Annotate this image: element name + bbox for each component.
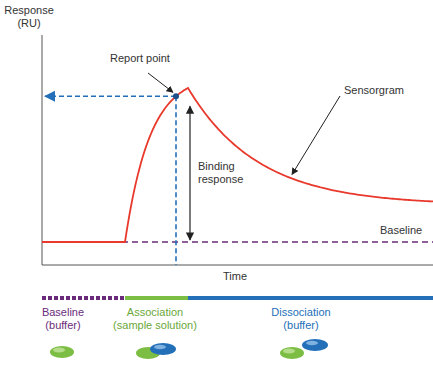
dissociated-molecules (280, 339, 328, 359)
curve-layer (42, 73, 433, 265)
dimension-label: Binding response (198, 160, 260, 186)
binding-arrow (189, 106, 190, 240)
phase-label: Baseline (buffer) (27, 306, 99, 332)
axis-title: Time (210, 270, 260, 283)
sensorgram-leader (292, 96, 340, 175)
x-axis (42, 265, 433, 266)
callout-label: Report point (110, 52, 190, 65)
phase-label: Association (sample solution) (107, 306, 203, 332)
y-axis (42, 35, 43, 265)
callout-label: Sensorgram (344, 84, 424, 97)
axis-title: Response (RU) (2, 4, 56, 30)
complex-molecule (136, 343, 176, 359)
phase-label: Dissociation (buffer) (260, 306, 342, 332)
ligand-molecule (50, 346, 74, 358)
dissociation-bar (188, 296, 433, 300)
baseline-bar (42, 296, 125, 300)
line-label: Baseline (380, 224, 430, 237)
report-line-vertical (175, 96, 177, 265)
sensorgram-curve (42, 88, 433, 242)
association-bar (125, 296, 188, 300)
report-point-dot (173, 93, 179, 99)
report-line-horizontal (45, 96, 176, 98)
report-leader (148, 73, 173, 92)
